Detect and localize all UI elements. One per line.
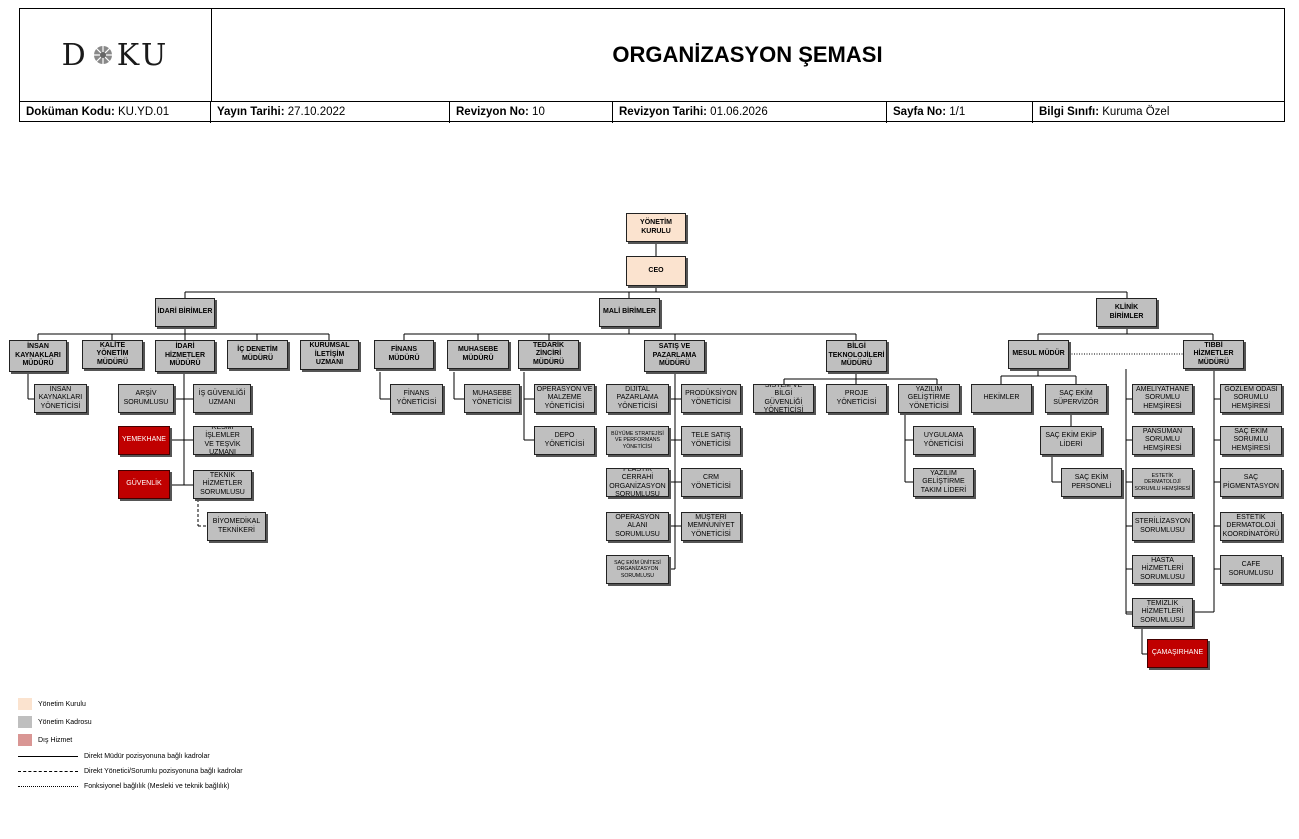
node-software-dev-executive: YAZILIM GELİŞTİRME YÖNETİCİSİ [898,384,960,413]
node-board: YÖNETİM KURULU [626,213,686,242]
node-patient-services-officer: HASTA HİZMETLERİ SORUMLUSU [1132,555,1193,584]
node-ceo: CEO [626,256,686,286]
node-telesales-executive: TELE SATIŞ YÖNETİCİSİ [681,426,741,455]
node-aesthetic-dermatology-nurse: ESTETİK DERMATOLOJİ SORUMLU HEMŞİRESİ [1132,468,1193,497]
legend-dashed-line: Direkt Yönetici/Sorumlu pozisyonuna bağl… [18,768,243,775]
legend-dashed-line-sample [18,771,78,772]
node-accounting-executive: MUHASEBE YÖNETİCİSİ [464,384,520,413]
node-plastic-surgery-org-officer: PLASTİK CERRAHİ ORGANİZASYON SORUMLUSU [606,468,669,497]
page-title: ORGANİZASYON ŞEMASI [612,42,883,67]
legend-external-swatch [18,734,32,746]
node-biomedical-technician: BİYOMEDİKAL TEKNİKERİ [207,512,266,541]
node-cafeteria: YEMEKHANE [118,426,170,455]
node-operating-room-nurse: AMELİYATHANE SORUMLU HEMŞİRESİ [1132,384,1193,413]
legend-dotted-line: Fonksiyonel bağlılık (Mesleki ve teknik … [18,783,230,790]
node-accounting-manager: MUHASEBE MÜDÜRÜ [447,340,509,369]
node-growth-strategy-executive: BÜYÜME STRATEJİSİ VE PERFORMANS YÖNETİCİ… [606,426,669,455]
node-production-executive: PRODÜKSİYON YÖNETİCİSİ [681,384,741,413]
node-security: GÜVENLİK [118,470,170,499]
node-software-team-lead: YAZILIM GELİŞTİRME TAKIM LİDERİ [913,468,974,497]
meta-revision-date: Revizyon Tarihi: 01.06.2026 [613,102,887,123]
legend-dotted-line-sample [18,786,78,787]
node-laundry: ÇAMAŞIRHANE [1147,639,1208,668]
node-dressing-nurse: PANSUMAN SORUMLU HEMŞİRESİ [1132,426,1193,455]
node-cleaning-services-officer: TEMİZLİK HİZMETLERİ SORUMLUSU [1132,598,1193,627]
node-administrative-units: İDARİ BİRİMLER [155,298,215,327]
node-operations-area-officer: OPERASYON ALANI SORUMLUSU [606,512,669,541]
node-digital-marketing-executive: DİJİTAL PAZARLAMA YÖNETİCİSİ [606,384,669,413]
node-customer-satisfaction-executive: MÜŞTERİ MEMNUNİYET YÖNETİCİSİ [681,512,741,541]
node-sales-marketing-manager: SATIŞ VE PAZARLAMA MÜDÜRÜ [644,340,705,372]
node-observation-room-nurse: GÖZLEM ODASI SORUMLU HEMŞİRESİ [1220,384,1282,413]
logo-cell: D KU [20,9,212,101]
meta-info-class: Bilgi Sınıfı: Kuruma Özel [1039,106,1170,118]
legend-solid-line: Direkt Müdür pozisyonuna bağlı kadrolar [18,753,210,760]
node-hair-transplant-team-lead: SAÇ EKİM EKİP LİDERİ [1040,426,1102,455]
node-operations-material-executive: OPERASYON VE MALZEME YÖNETİCİSİ [534,384,595,413]
legend-staff-swatch [18,716,32,728]
logo-text-right: KU [116,37,170,73]
legend-external: Dış Hizmet [18,734,72,746]
document-header: D KU ORGANİZASYON ŞEMASI Doküman Kodu: K… [19,8,1285,123]
logo-mark-icon [92,45,113,65]
meta-page-no: Sayfa No: 1/1 [887,102,1033,123]
node-hair-transplant-supervisor: SAÇ EKİM SÜPERVİZÖR [1045,384,1107,413]
title-cell: ORGANİZASYON ŞEMASI [211,9,1284,101]
node-cafe-officer: CAFE SORUMLUSU [1220,555,1282,584]
node-it-manager: BİLGİ TEKNOLOJİLERİ MÜDÜRÜ [826,340,887,372]
node-sterilization-officer: STERİLİZASYON SORUMLUSU [1132,512,1193,541]
node-crm-executive: CRM YÖNETİCİSİ [681,468,741,497]
node-finance-executive: FİNANS YÖNETİCİSİ [390,384,443,413]
node-hr-manager: İNSAN KAYNAKLARI MÜDÜRÜ [9,340,67,372]
node-project-executive: PROJE YÖNETİCİSİ [826,384,887,413]
meta-revision-no: Revizyon No: 10 [450,102,613,123]
logo-text-left: D [61,37,89,73]
node-hair-transplant-org-officer: SAÇ EKİM ÜNİTESİ ORGANİZASYON SORUMLUSU [606,555,669,584]
node-warehouse-executive: DEPO YÖNETİCİSİ [534,426,595,455]
node-clinical-units: KLİNİK BİRİMLER [1096,298,1157,327]
node-official-procedures-specialist: RESMİ İŞLEMLER VE TEŞVİK UZMANI [193,426,252,455]
node-financial-units: MALİ BİRİMLER [599,298,660,327]
node-hair-pigmentation: SAÇ PİGMENTASYON [1220,468,1282,497]
meta-doc-code: Doküman Kodu: KU.YD.01 [20,102,211,123]
node-physicians: HEKİMLER [971,384,1032,413]
meta-publish-date: Yayın Tarihi: 27.10.2022 [211,102,450,123]
legend-solid-line-sample [18,756,78,757]
node-finance-manager: FİNANS MÜDÜRÜ [374,340,434,369]
doku-logo: D KU [62,38,170,73]
node-internal-audit-manager: İÇ DENETİM MÜDÜRÜ [227,340,288,369]
node-hr-executive: İNSAN KAYNAKLARI YÖNETİCİSİ [34,384,87,413]
legend-board-swatch [18,698,32,710]
legend-staff: Yönetim Kadrosu [18,716,92,728]
node-archive-officer: ARŞİV SORUMLUSU [118,384,174,413]
node-admin-services-manager: İDARİ HİZMETLER MÜDÜRÜ [155,340,215,372]
node-hair-transplant-nurse: SAÇ EKİM SORUMLU HEMŞİRESİ [1220,426,1282,455]
legend-board: Yönetim Kurulu [18,698,86,710]
node-quality-manager: KALİTE YÖNETİM MÜDÜRÜ [82,340,143,369]
meta-row: Doküman Kodu: KU.YD.01 Yayın Tarihi: 27.… [20,101,1284,123]
node-technical-services-officer: TEKNİK HİZMETLER SORUMLUSU [193,470,252,499]
node-aesthetic-dermatology-coordinator: ESTETİK DERMATOLOJİ KOORDİNATÖRÜ [1220,512,1282,541]
node-responsible-manager: MESUL MÜDÜR [1008,340,1069,369]
node-application-executive: UYGULAMA YÖNETİCİSİ [913,426,974,455]
node-supply-chain-manager: TEDARİK ZİNCİRİ MÜDÜRÜ [518,340,579,369]
node-medical-services-manager: TIBBİ HİZMETLER MÜDÜRÜ [1183,340,1244,369]
node-ohs-specialist: İŞ GÜVENLİĞİ UZMANI [193,384,251,413]
node-hair-transplant-staff: SAÇ EKİM PERSONELİ [1061,468,1122,497]
node-corporate-comm-specialist: KURUMSAL İLETİŞİM UZMANI [300,340,359,370]
node-system-security-executive: SİSTEM VE BİLGİ GÜVENLİĞİ YÖNETİCİSİ [753,384,814,413]
